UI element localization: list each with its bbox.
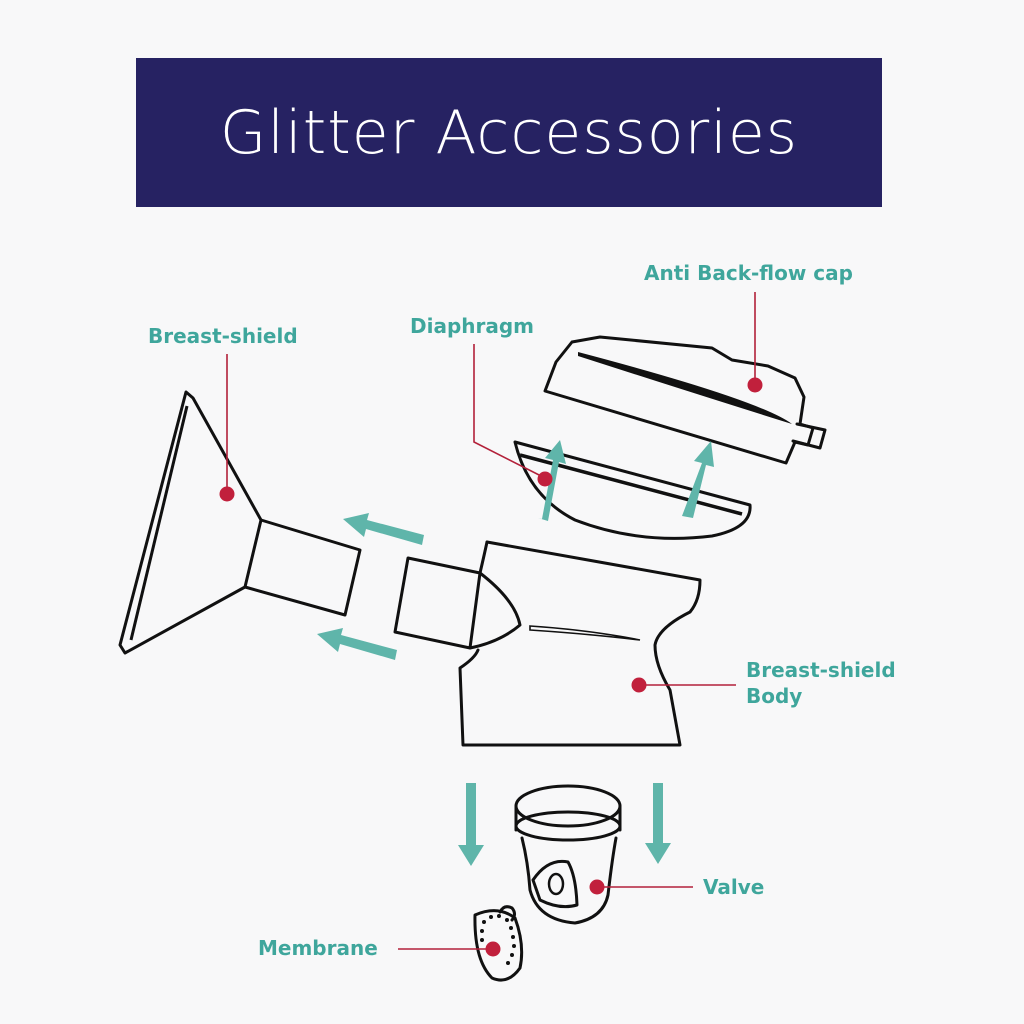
- valve: [516, 786, 620, 923]
- label-anti-backflow-cap: Anti Back-flow cap: [644, 261, 853, 285]
- arrow-left-top: [343, 513, 424, 545]
- arrow-down-left: [458, 783, 484, 866]
- breast-shield-body: [395, 542, 700, 745]
- label-diaphragm: Diaphragm: [410, 314, 534, 338]
- label-breast-shield-body-line2: Body: [746, 684, 802, 708]
- anti-backflow-cap: [545, 337, 825, 463]
- arrow-down-right: [645, 783, 671, 864]
- membrane-marker: [486, 942, 501, 957]
- anti-backflow-cap-marker: [748, 378, 763, 393]
- breast-shield: [120, 392, 360, 653]
- label-breast-shield: Breast-shield: [148, 324, 298, 348]
- membrane: [475, 907, 522, 980]
- arrow-left-bottom: [317, 628, 397, 660]
- diaphragm-marker: [538, 472, 553, 487]
- label-membrane: Membrane: [258, 936, 378, 960]
- breast-shield-marker: [220, 487, 235, 502]
- callout-leaders: [220, 292, 763, 957]
- label-valve: Valve: [703, 875, 764, 899]
- breast-shield-body-marker: [632, 678, 647, 693]
- label-breast-shield-body-line1: Breast-shield: [746, 658, 896, 682]
- valve-marker: [590, 880, 605, 895]
